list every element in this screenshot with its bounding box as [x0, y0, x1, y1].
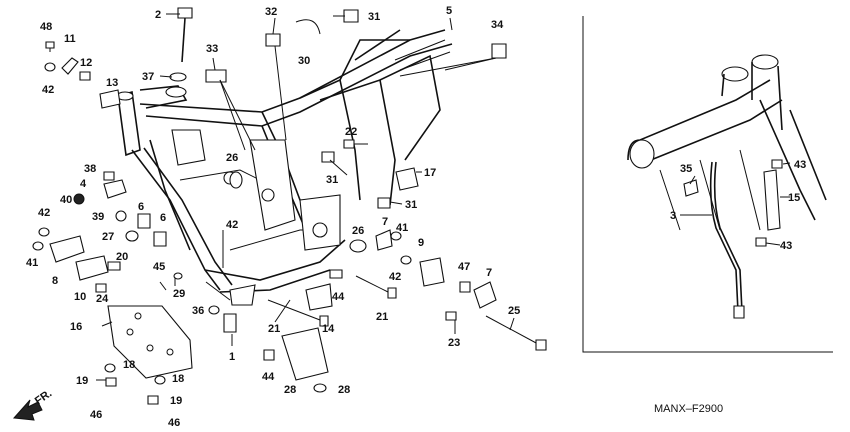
callout-21: 21	[268, 323, 280, 335]
callout-18: 18	[172, 373, 184, 385]
callout-11: 11	[64, 33, 76, 45]
callout-19: 19	[76, 375, 88, 387]
callout-33: 33	[206, 43, 218, 55]
callout-36: 36	[192, 305, 204, 317]
callout-41: 41	[26, 257, 38, 269]
callout-18: 18	[123, 359, 135, 371]
callout-23: 23	[448, 337, 460, 349]
callout-30: 30	[298, 55, 310, 67]
callout-17: 17	[424, 167, 436, 179]
inset-panel	[582, 16, 833, 353]
callout-20: 20	[116, 251, 128, 263]
callout-40: 40	[60, 194, 72, 206]
callout-42: 42	[389, 271, 401, 283]
callout-8: 8	[52, 275, 58, 287]
callout-42: 42	[38, 207, 50, 219]
callout-29: 29	[173, 288, 185, 300]
callout-46: 46	[168, 417, 180, 429]
callout-1: 1	[229, 351, 235, 363]
callout-26: 26	[226, 152, 238, 164]
callout-44: 44	[332, 291, 345, 303]
callout-44: 44	[262, 371, 275, 383]
callout-24: 24	[96, 293, 109, 305]
hardware-parts	[32, 7, 547, 405]
callout-43: 43	[780, 240, 792, 252]
callout-28: 28	[284, 384, 296, 396]
callout-13: 13	[106, 77, 118, 89]
callout-42: 42	[42, 84, 54, 96]
callout-14: 14	[322, 323, 335, 335]
callout-27: 27	[102, 231, 114, 243]
callout-19: 19	[170, 395, 182, 407]
callout-2: 2	[155, 9, 161, 21]
callout-16: 16	[70, 321, 82, 333]
direction-arrow	[12, 399, 43, 421]
callout-28: 28	[338, 384, 350, 396]
callout-4: 4	[80, 178, 87, 190]
leader-lines	[96, 13, 515, 381]
callout-43: 43	[794, 159, 806, 171]
callout-34: 34	[491, 19, 504, 31]
callout-12: 12	[80, 57, 92, 69]
callout-6: 6	[160, 212, 166, 224]
callout-46: 46	[90, 409, 102, 421]
callout-22: 22	[345, 126, 357, 138]
callout-26: 26	[352, 225, 364, 237]
callout-38: 38	[84, 163, 96, 175]
callout-48: 48	[40, 21, 52, 33]
callout-39: 39	[92, 211, 104, 223]
callout-25: 25	[508, 305, 520, 317]
callout-7: 7	[382, 216, 388, 228]
callout-5: 5	[446, 5, 452, 17]
drawing-code: MANX–F2900	[654, 403, 723, 415]
callout-3: 3	[670, 210, 676, 222]
callout-31: 31	[405, 199, 417, 211]
main-frame	[116, 29, 453, 306]
callout-9: 9	[418, 237, 424, 249]
callout-10: 10	[74, 291, 86, 303]
callout-21: 21	[376, 311, 388, 323]
callout-37: 37	[142, 71, 154, 83]
callout-35: 35	[680, 163, 692, 175]
callout-31: 31	[368, 11, 380, 23]
callout-labels: 48 11 12 42 13 2 37 33 32 30 31 5 34 22 …	[26, 5, 806, 429]
callout-41: 41	[396, 222, 408, 234]
callout-7: 7	[486, 267, 492, 279]
callout-15: 15	[788, 192, 800, 204]
callout-31: 31	[326, 174, 338, 186]
callout-45: 45	[153, 261, 165, 273]
callout-6: 6	[138, 201, 144, 213]
callout-47: 47	[458, 261, 470, 273]
callout-42: 42	[226, 219, 238, 231]
callout-32: 32	[265, 6, 277, 18]
